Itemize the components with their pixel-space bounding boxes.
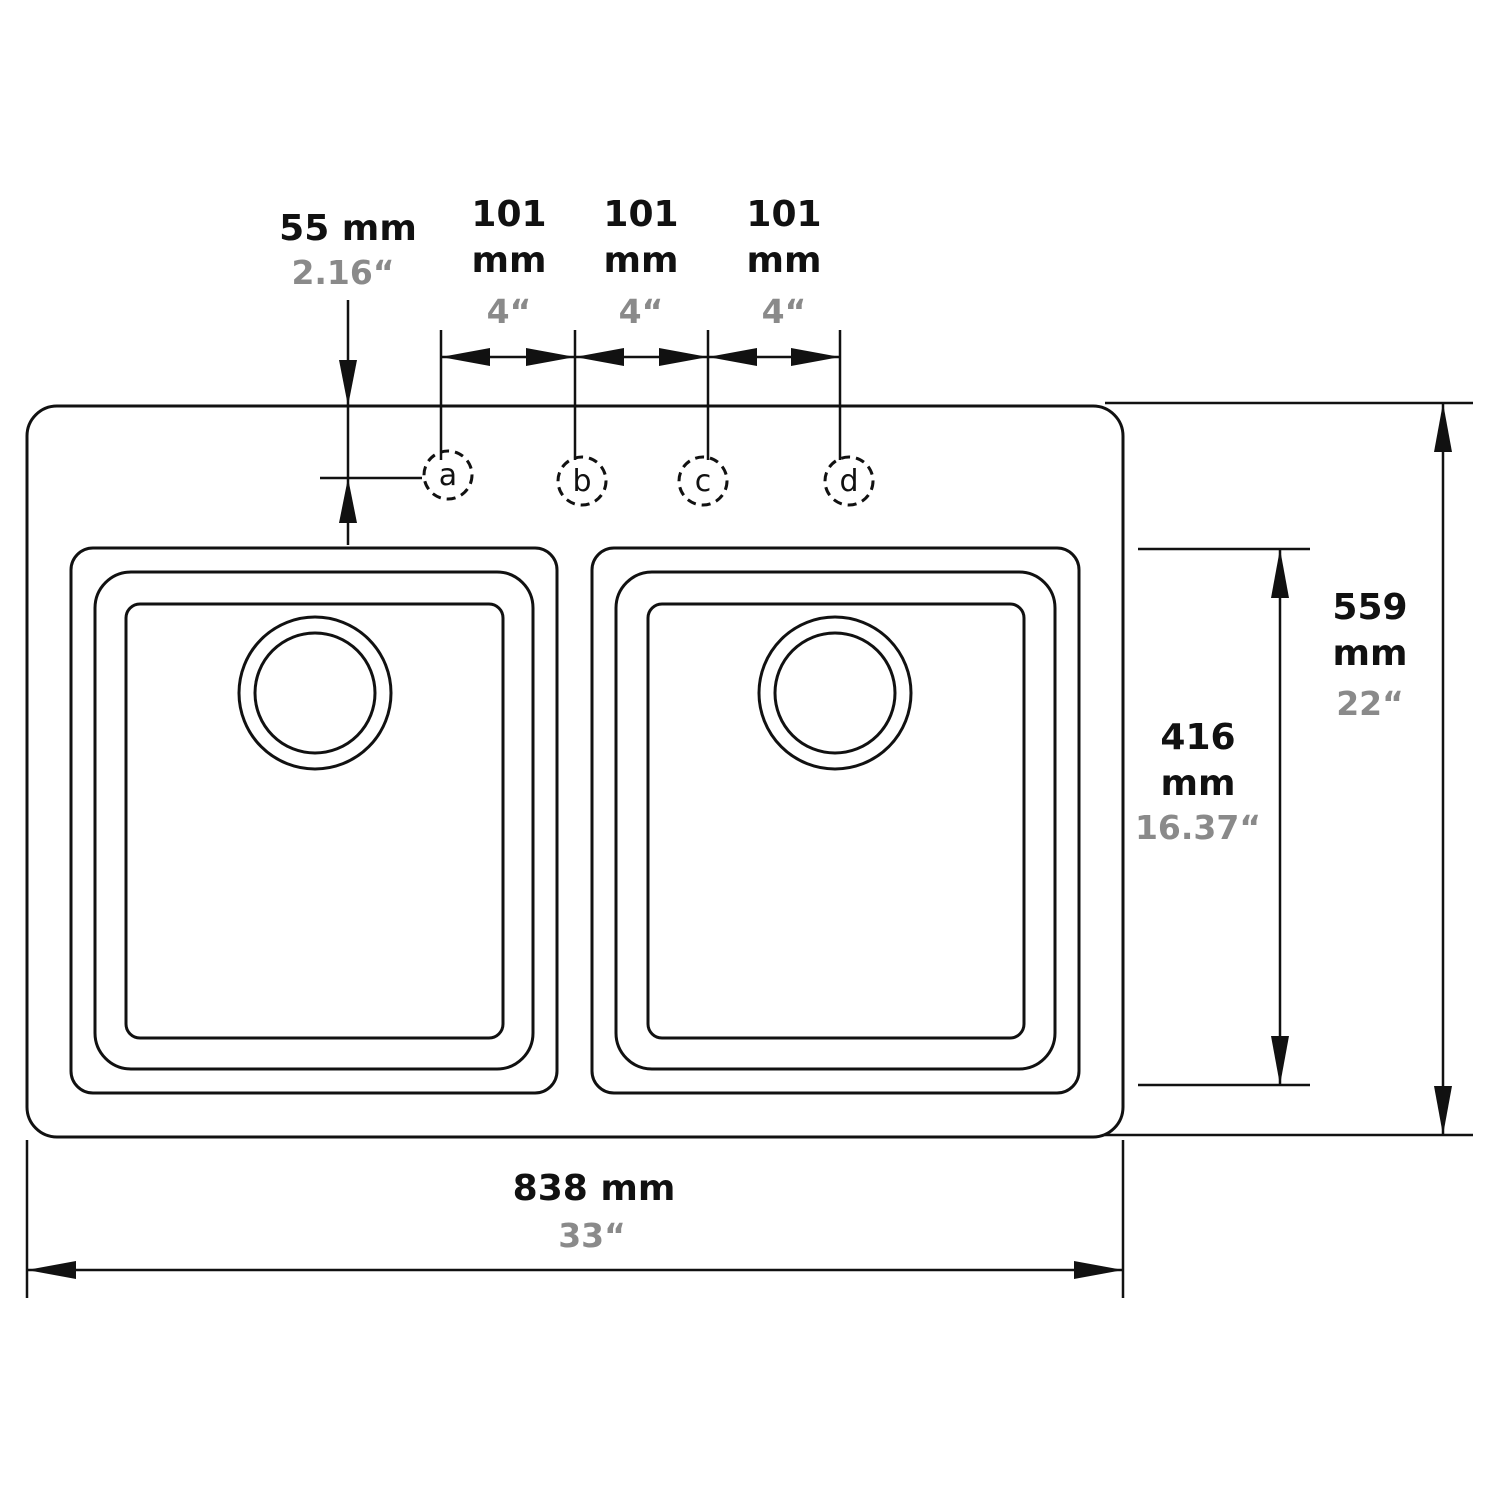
overall-width-mm: 838 mm [513, 1168, 676, 1209]
spacing-bc-inch: 4“ [619, 292, 664, 331]
right-bowl-rim [590, 546, 1081, 1095]
left-drain-inner [253, 631, 377, 755]
bowl-depth-mm-unit: mm [1160, 763, 1235, 804]
spacing-ab-inch: 4“ [487, 292, 532, 331]
spacing-bc-mm-value: 101 [603, 194, 678, 235]
left-bowl [69, 546, 559, 1095]
right-drain-inner [773, 631, 897, 755]
faucet-holes: a b c d [422, 449, 875, 507]
faucet-hole-c: c [677, 455, 729, 507]
overall-width-inch: 33“ [558, 1216, 626, 1255]
faucet-hole-d-label: d [839, 464, 858, 499]
overall-depth-inch: 22“ [1336, 684, 1404, 723]
bowl-depth-dimension: 416 mm 16.37“ [1135, 547, 1310, 1087]
deck-offset-inch: 2.16“ [291, 253, 394, 292]
faucet-hole-a: a [422, 449, 474, 501]
deck-offset-mm: 55 mm [279, 208, 417, 249]
spacing-ab-mm-value: 101 [471, 194, 546, 235]
sink-outer-outline [25, 404, 1125, 1139]
overall-depth-dimension: 559 mm 22“ [1105, 401, 1473, 1137]
spacing-cd-mm-value: 101 [746, 194, 821, 235]
faucet-hole-c-label: c [695, 464, 712, 499]
spacing-cd-inch: 4“ [762, 292, 807, 331]
overall-depth-mm-value: 559 [1332, 587, 1407, 628]
faucet-hole-d: d [823, 455, 875, 507]
left-bowl-floor [124, 602, 505, 1040]
right-bowl [590, 546, 1081, 1095]
bowl-depth-inch: 16.37“ [1135, 808, 1261, 847]
spacing-ab-mm-unit: mm [471, 240, 546, 281]
deck-offset-dimension: 55 mm 2.16“ [279, 208, 422, 545]
overall-depth-mm-unit: mm [1332, 633, 1407, 674]
bowl-depth-mm-value: 416 [1160, 717, 1235, 758]
faucet-hole-b-label: b [572, 464, 591, 499]
left-bowl-rim [69, 546, 559, 1095]
right-drain-outer [757, 615, 913, 771]
left-bowl-wall [93, 570, 535, 1071]
right-bowl-floor [646, 602, 1026, 1040]
faucet-hole-b: b [556, 455, 608, 507]
spacing-cd-mm-unit: mm [746, 240, 821, 281]
faucet-hole-a-label: a [439, 458, 457, 493]
right-bowl-wall [614, 570, 1057, 1071]
overall-width-dimension: 838 mm 33“ [25, 1140, 1125, 1298]
hole-spacing-dimensions: 101 mm 4“ 101 mm 4“ 101 mm 4“ [439, 194, 842, 460]
left-drain-outer [237, 615, 393, 771]
spacing-bc-mm-unit: mm [603, 240, 678, 281]
